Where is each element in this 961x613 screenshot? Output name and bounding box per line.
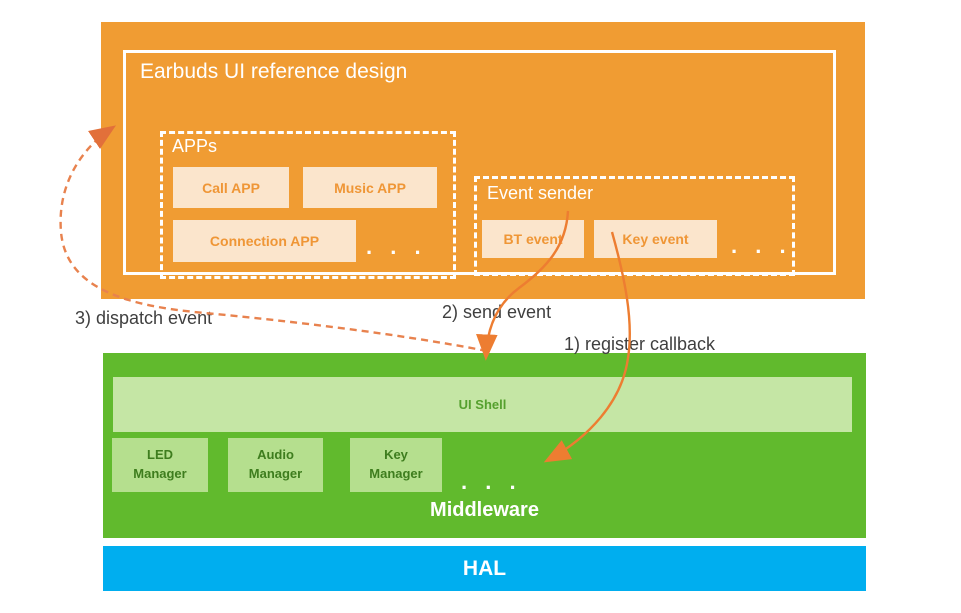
apps-group-box: APPs Call APP Music APP Connection APP .…: [160, 131, 456, 279]
annotation-dispatch-event: 3) dispatch event: [75, 308, 213, 328]
manager-led: LED Manager: [112, 438, 208, 492]
apps-ellipsis: . . .: [366, 234, 427, 259]
middleware-label: Middleware: [430, 499, 539, 521]
annotation-register-callback: 1) register callback: [564, 334, 716, 354]
chip-connection-app: Connection APP: [173, 220, 356, 262]
apps-group-label: APPs: [172, 136, 218, 156]
event-sender-ellipsis: . . .: [731, 233, 792, 258]
annotation-send-event: 2) send event: [442, 302, 552, 322]
ui-shell-bar: UI Shell: [113, 377, 852, 432]
middleware-box: UI Shell LED Manager Audio Manager Key M…: [103, 353, 866, 538]
middleware-ellipsis: . . .: [461, 469, 522, 494]
event-sender-label: Event sender: [487, 183, 594, 203]
hal-box: HAL: [103, 546, 866, 591]
chip-music-app: Music APP: [303, 167, 437, 208]
chip-key-event: Key event: [594, 220, 717, 258]
chip-bt-event: BT event: [482, 220, 584, 258]
app-layer-frame: Earbuds UI reference design APPs Call AP…: [123, 50, 836, 279]
manager-audio: Audio Manager: [228, 438, 323, 492]
chip-call-app: Call APP: [173, 167, 289, 208]
app-layer-title: Earbuds UI reference design: [140, 60, 408, 83]
app-layer-box: Earbuds UI reference design APPs Call AP…: [101, 22, 865, 299]
manager-key: Key Manager: [350, 438, 442, 492]
event-sender-box: Event sender BT event Key event . . .: [474, 176, 795, 276]
